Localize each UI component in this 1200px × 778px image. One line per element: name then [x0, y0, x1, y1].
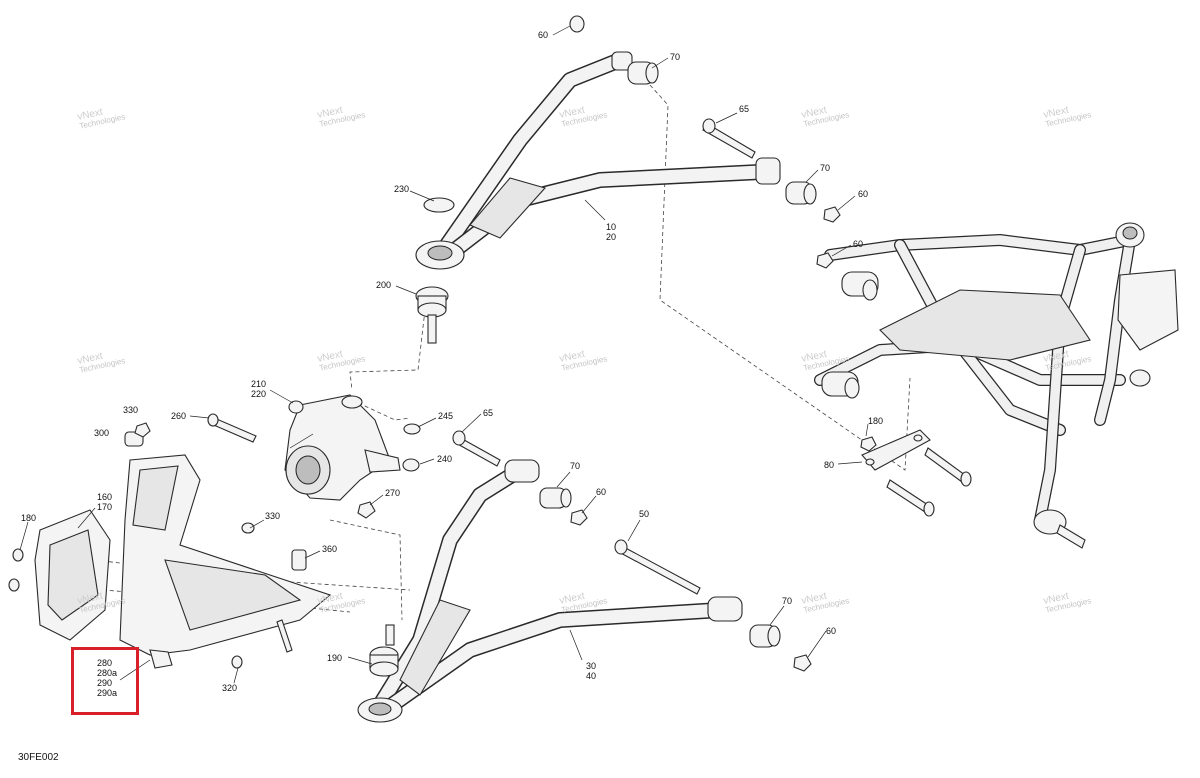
callout-280-group: 280 280a 290 290a	[97, 658, 117, 698]
knuckle-hardware	[207, 413, 501, 519]
callout-80[interactable]: 80	[824, 460, 835, 470]
callout-70[interactable]: 70	[670, 52, 681, 62]
ball-joint-upper	[415, 286, 449, 344]
callout-240[interactable]: 240	[437, 454, 453, 464]
callout-70[interactable]: 70	[570, 461, 581, 471]
callout-60[interactable]: 60	[596, 487, 607, 497]
callout-210: 210	[251, 379, 267, 389]
callout-180[interactable]: 180	[868, 416, 884, 426]
callout-20: 20	[606, 232, 617, 242]
callout-200[interactable]: 200	[376, 280, 392, 290]
callout-220: 220	[251, 389, 267, 399]
callout-330[interactable]: 330	[123, 405, 139, 415]
leader-lines	[19, 25, 869, 684]
callout-170: 170	[97, 502, 113, 512]
callout-60[interactable]: 60	[826, 626, 837, 636]
callout-160: 160	[97, 492, 113, 502]
highlighted-callout-box[interactable]: 280 280a 290 290a	[71, 647, 139, 715]
vehicle-frame	[814, 222, 1179, 549]
upper-hardware	[423, 15, 841, 223]
callout-60[interactable]: 60	[538, 30, 549, 40]
callout-70[interactable]: 70	[820, 163, 831, 173]
callout-65[interactable]: 65	[739, 104, 750, 114]
diagram-code: 30FE002	[18, 752, 59, 763]
callout-290a[interactable]: 290a	[97, 688, 118, 698]
callout-245[interactable]: 245	[438, 411, 454, 421]
callout-280a[interactable]: 280a	[97, 668, 118, 678]
callout-50[interactable]: 50	[639, 509, 650, 519]
steering-knuckle	[284, 394, 401, 501]
callout-60[interactable]: 60	[853, 239, 864, 249]
callout-65[interactable]: 65	[483, 408, 494, 418]
callout-70[interactable]: 70	[782, 596, 793, 606]
bracket-80	[860, 429, 972, 517]
callout-180[interactable]: 180	[21, 513, 37, 523]
callout-260[interactable]: 260	[171, 411, 187, 421]
callout-230[interactable]: 230	[394, 184, 410, 194]
callout-320[interactable]: 320	[222, 683, 238, 693]
callout-360[interactable]: 360	[322, 544, 338, 554]
lower-a-arm	[357, 459, 743, 723]
callout-300[interactable]: 300	[94, 428, 110, 438]
callout-60[interactable]: 60	[858, 189, 869, 199]
callout-190[interactable]: 190	[327, 653, 343, 663]
callout-280[interactable]: 280	[97, 658, 113, 668]
callout-330[interactable]: 330	[265, 511, 281, 521]
callout-270[interactable]: 270	[385, 488, 401, 498]
callout-290[interactable]: 290	[97, 678, 113, 688]
upper-a-arm	[415, 51, 781, 270]
lower-hardware	[539, 487, 812, 672]
callout-40: 40	[586, 671, 597, 681]
ball-joint-lower	[369, 624, 399, 677]
a-arm-guard	[8, 422, 332, 669]
callout-10: 10	[606, 222, 617, 232]
callout-30: 30	[586, 661, 597, 671]
